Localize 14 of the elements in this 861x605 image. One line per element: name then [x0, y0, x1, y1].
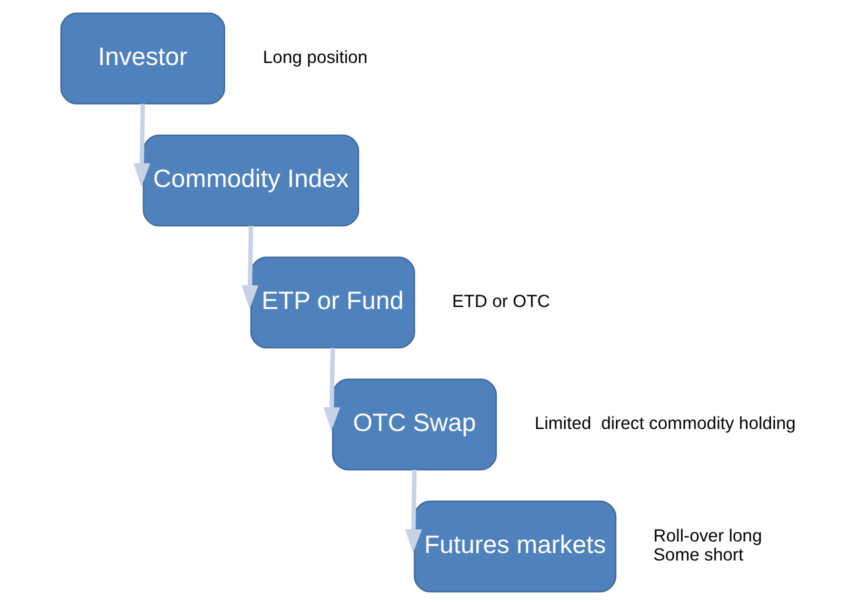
arrow: [323, 348, 340, 432]
node-label: Roll-over long: [653, 526, 762, 546]
node-box: OTC Swap: [332, 378, 497, 470]
node-label: Limited direct commodity holding: [534, 413, 796, 434]
node-box: Investor: [60, 12, 226, 104]
arrow: [405, 470, 422, 554]
node-box: Commodity Index: [142, 134, 360, 226]
arrow: [242, 226, 258, 310]
node-box: Futures markets: [414, 500, 616, 592]
node-label: ETD or OTC: [452, 291, 550, 312]
node-label: Some short: [653, 544, 744, 565]
node-label: Long position: [262, 47, 368, 68]
arrow: [133, 104, 150, 188]
node-box: ETP or Fund: [250, 256, 416, 348]
